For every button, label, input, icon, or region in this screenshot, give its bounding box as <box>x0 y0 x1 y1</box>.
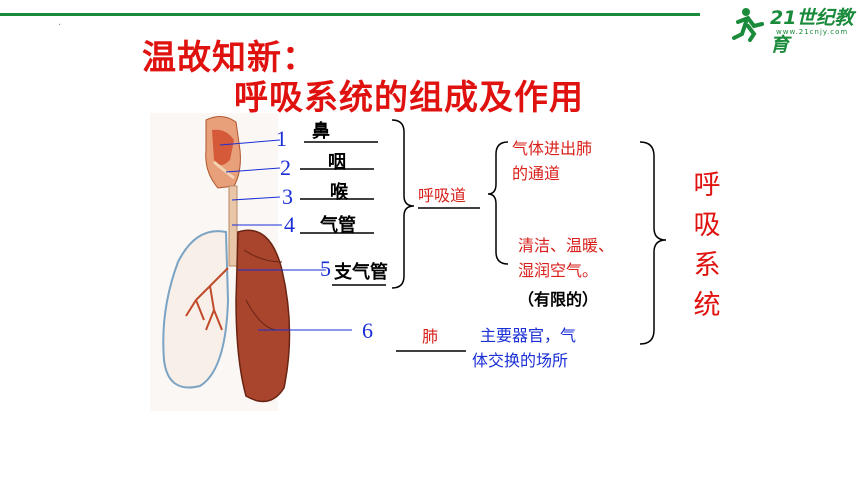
label-number: 4 <box>284 212 295 237</box>
airway-function-2-line2: 湿润空气。 <box>518 261 599 280</box>
lung-function-line2: 体交换的场所 <box>472 351 569 370</box>
logo-brand: 21世纪教育 <box>770 7 854 56</box>
header-rule <box>0 13 700 16</box>
logo-url: www.21cnjy.com <box>776 28 849 36</box>
airway-function-1-line2: 的通道 <box>512 164 561 183</box>
organ-trachea: 气管 <box>320 215 356 236</box>
organ-nose: 鼻 <box>312 121 330 142</box>
brace-functions <box>487 141 509 265</box>
brace-system <box>639 141 667 345</box>
airway-function-2-line1: 清洁、温暖、 <box>518 236 615 255</box>
decor-dot: · <box>58 20 62 31</box>
label-number: 1 <box>276 126 287 151</box>
lung-function-line1: 主要器官，气 <box>480 326 577 345</box>
label-number: 2 <box>280 155 291 180</box>
airway-label: 呼吸道 <box>418 186 467 205</box>
logo-runner-icon <box>732 8 764 42</box>
airway-function-1-line1: 气体进出肺 <box>512 139 593 158</box>
organ-pharynx: 咽 <box>328 152 346 173</box>
organ-larynx: 喉 <box>330 182 348 203</box>
label-number: 5 <box>320 256 331 281</box>
slide-title-line2: 呼吸系统的组成及作用 <box>234 78 584 118</box>
limited-note: （有限的） <box>518 290 599 309</box>
organ-bronchi: 支气管 <box>334 262 388 283</box>
label-number: 6 <box>362 318 373 343</box>
organ-lung: 肺 <box>422 327 439 346</box>
label-number: 3 <box>282 184 293 209</box>
brace-airway <box>391 119 415 289</box>
respiratory-system-label: 呼 吸 系 统 <box>693 170 721 321</box>
slide-title-line1: 温故知新： <box>142 38 317 78</box>
